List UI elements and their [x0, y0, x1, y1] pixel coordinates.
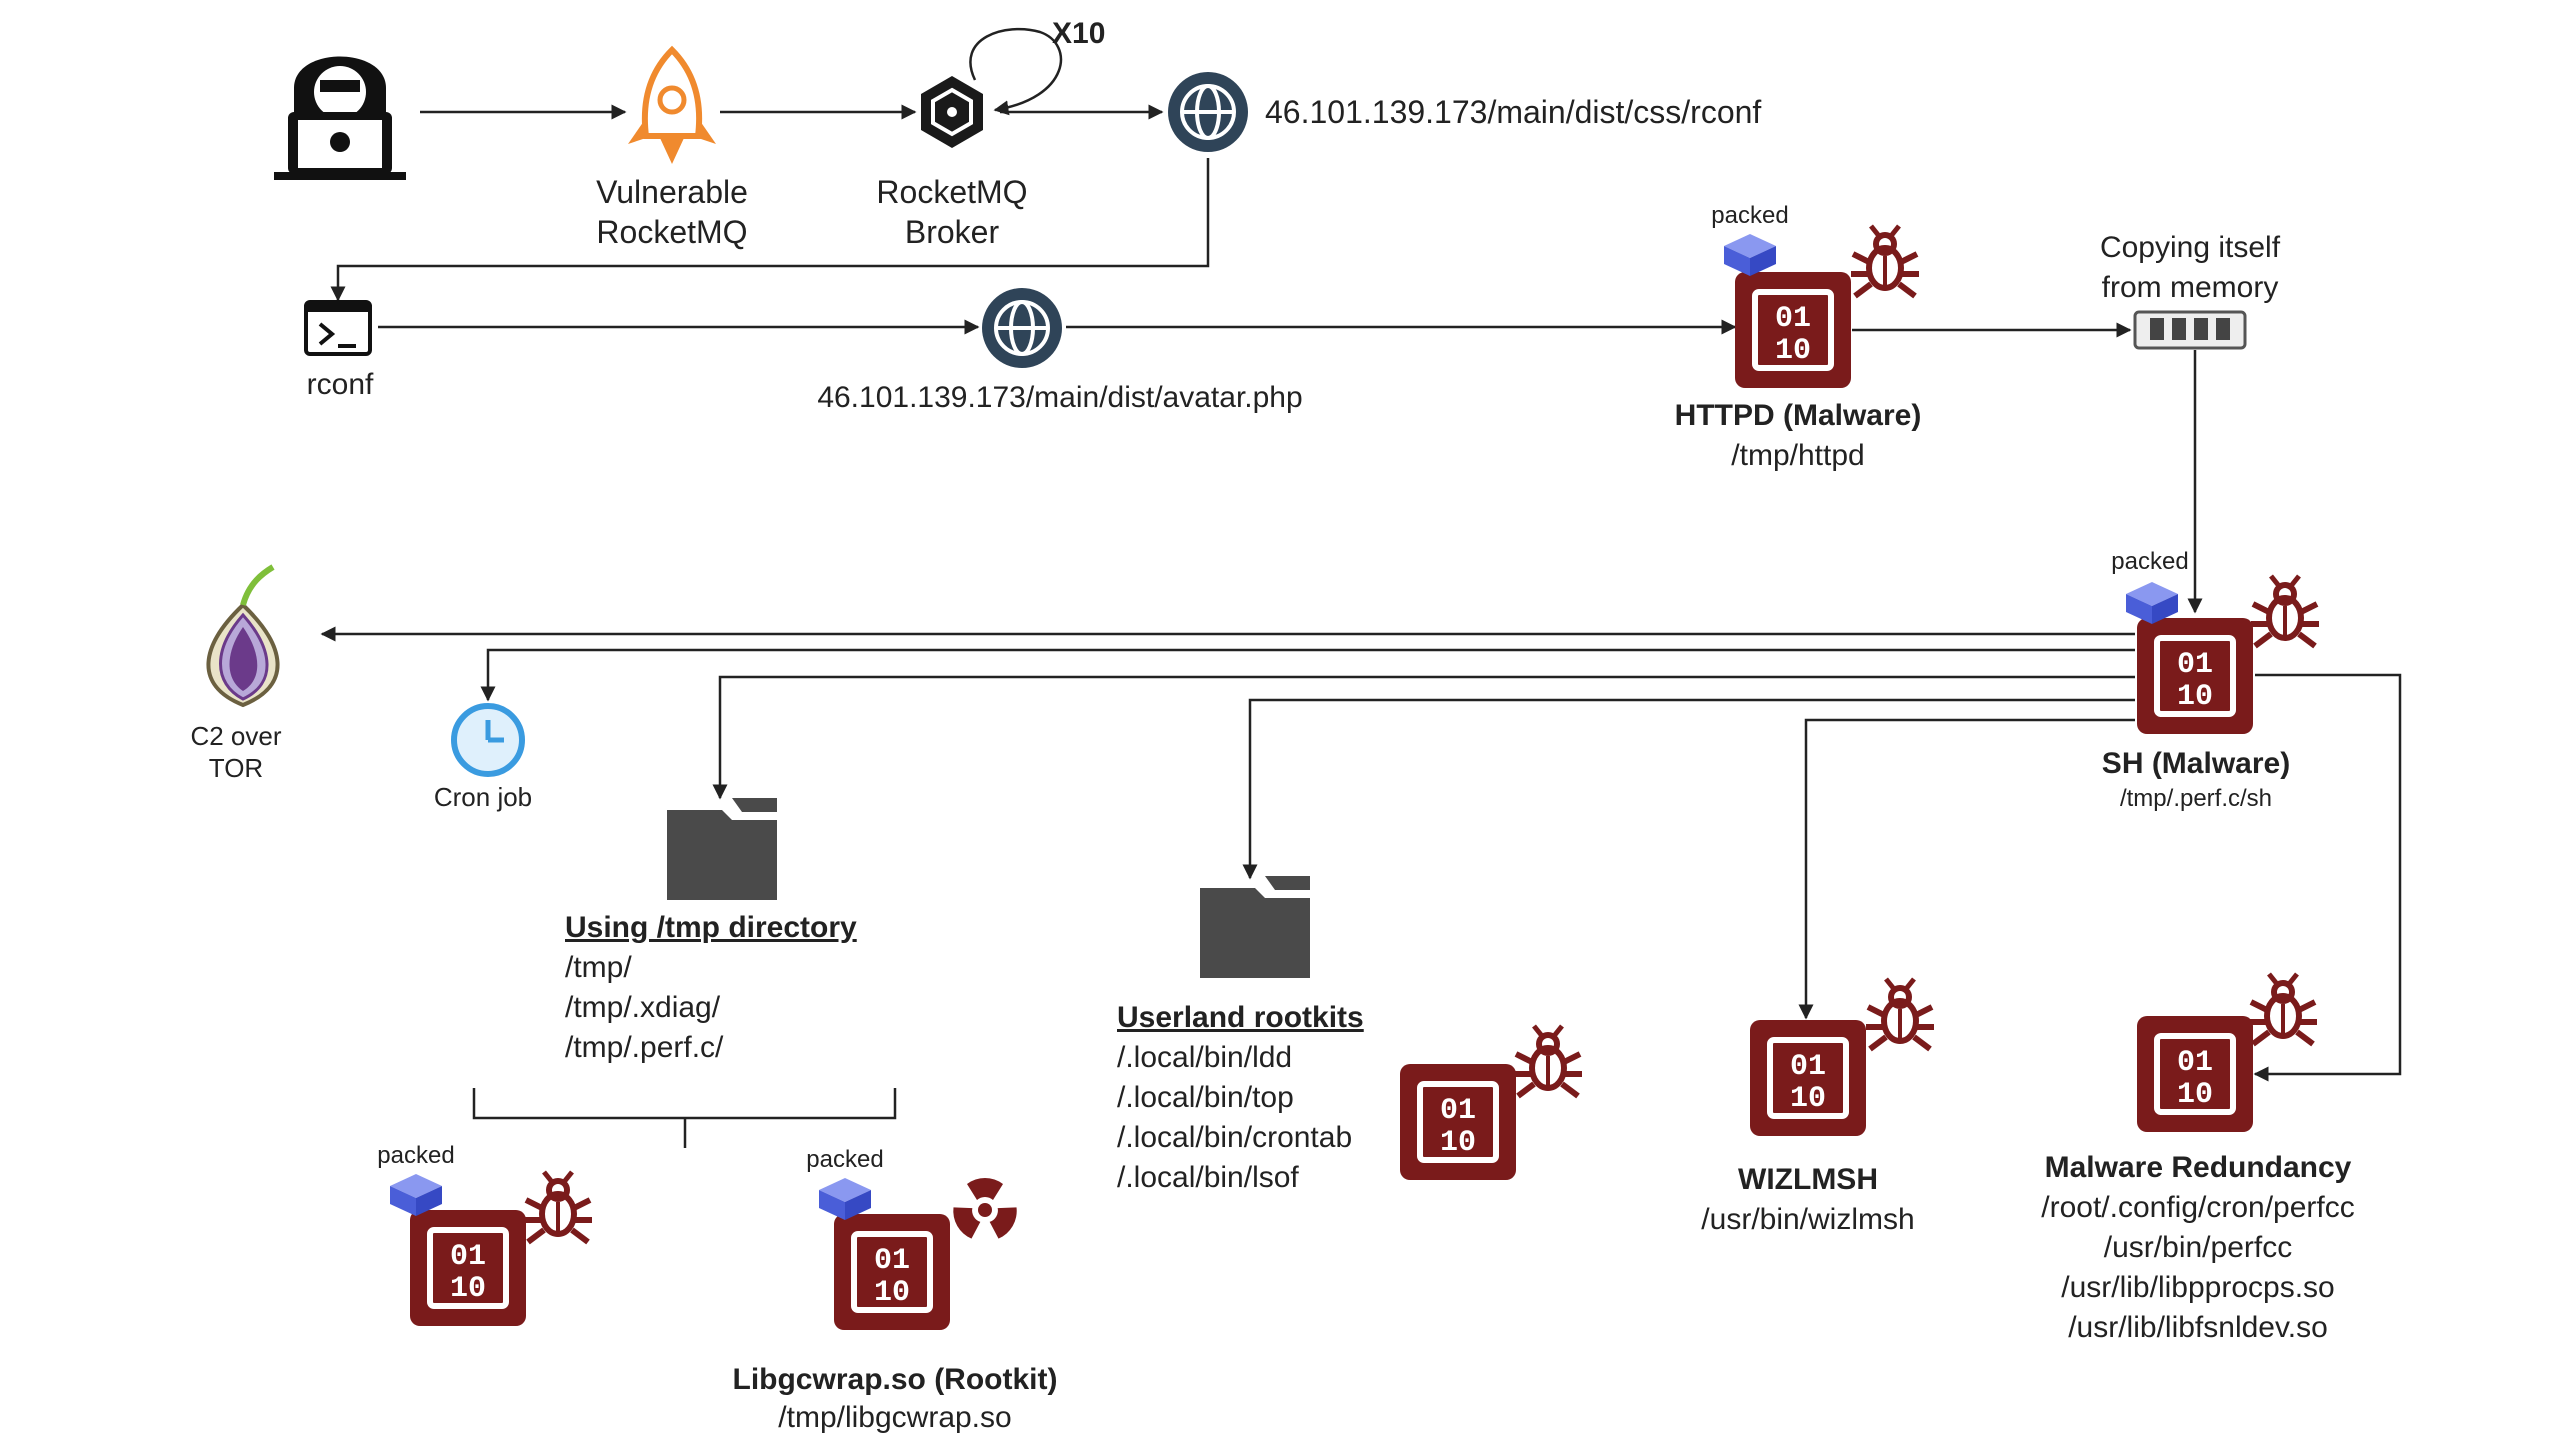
packed-label: packed: [806, 1146, 884, 1173]
rootkit-title: Libgcwrap.so (Rootkit): [732, 1363, 1058, 1396]
edge-sh-cron: [480, 648, 2135, 702]
package-icon: [390, 1174, 442, 1216]
edge-sh-wizlmsh: [1798, 718, 2135, 1020]
packed-label: packed: [377, 1142, 455, 1169]
copying-from-memory-label: Copying itself from memory: [2099, 231, 2281, 304]
edge-broker-loop: [969, 27, 1063, 116]
bug-icon: [524, 1172, 592, 1242]
redundancy-path-list: /root/.config/cron/perfcc /usr/bin/perfc…: [2041, 1188, 2354, 1348]
payload-url-rconf: 46.101.139.173/main/dist/css/rconf: [1265, 94, 1762, 130]
bug-icon: [2249, 974, 2317, 1044]
radiation-icon: [953, 1178, 1017, 1239]
tmp-path-list: /tmp/ /tmp/.xdiag/ /tmp/.perf.c/: [565, 948, 723, 1068]
loop-count-label: X10: [1052, 17, 1106, 50]
folder-icon: [1200, 876, 1310, 978]
onion-icon: [206, 564, 280, 708]
redundancy-path: /usr/lib/libfsnldev.so: [2068, 1311, 2328, 1344]
tmp-bracket: [472, 1088, 897, 1120]
terminal-icon: [304, 300, 372, 356]
userland-path: /.local/bin/crontab: [1117, 1121, 1353, 1154]
bug-icon: [1866, 979, 1934, 1049]
tmp-path: /tmp/.xdiag/: [565, 991, 721, 1024]
c2-over-tor-label: C2 over TOR: [190, 721, 282, 783]
globe-icon: [1166, 70, 1250, 154]
rootkit-path: /tmp/libgcwrap.so: [778, 1401, 1012, 1434]
rocket-icon: [628, 45, 716, 164]
sh-malware-title: SH (Malware): [2101, 747, 2291, 780]
edge-sh-tmp: [712, 675, 2135, 800]
binary-icon: [1750, 1020, 1866, 1136]
httpd-malware-title: HTTPD (Malware): [1674, 399, 1922, 432]
globe-icon: [980, 286, 1064, 370]
edges: [320, 27, 2402, 1148]
rconf-label: rconf: [306, 368, 374, 401]
binary-icon: [834, 1214, 950, 1330]
edge-sh-userland: [1242, 698, 2135, 880]
clock-icon: [451, 703, 525, 777]
redundancy-path: /usr/bin/perfcc: [2103, 1231, 2293, 1264]
userland-path: /.local/bin/top: [1117, 1081, 1294, 1114]
userland-path: /.local/bin/lsof: [1117, 1161, 1299, 1194]
binary-icon: [2137, 1016, 2253, 1132]
redundancy-path: /usr/lib/libpprocps.so: [2061, 1271, 2335, 1304]
userland-rootkits-title: Userland rootkits: [1117, 1001, 1364, 1034]
cron-job-label: Cron job: [433, 782, 533, 812]
tmp-path: /tmp/.perf.c/: [565, 1031, 724, 1064]
edge-sh-redundancy: [2253, 673, 2402, 1082]
payload-url-avatar: 46.101.139.173/main/dist/avatar.php: [817, 381, 1303, 414]
packed-label: packed: [1711, 202, 1789, 229]
memory-icon: [2133, 310, 2247, 350]
broker-icon: [921, 76, 983, 148]
edge-url1-rconf: [330, 158, 1210, 302]
package-icon: [2126, 582, 2178, 624]
binary-icon: [1735, 272, 1851, 388]
binary-icon: [1400, 1064, 1516, 1180]
userland-path: /.local/bin/ldd: [1117, 1041, 1293, 1074]
malware-redundancy-title: Malware Redundancy: [2044, 1151, 2352, 1184]
tmp-path: /tmp/: [565, 951, 632, 984]
httpd-path: /tmp/httpd: [1731, 439, 1865, 472]
bug-icon: [2251, 576, 2319, 646]
userland-path-list: /.local/bin/ldd /.local/bin/top /.local/…: [1117, 1038, 1352, 1198]
vulnerable-rocketmq-label: Vulnerable RocketMQ: [596, 174, 748, 250]
folder-icon: [667, 798, 777, 900]
hacker-icon: [274, 56, 406, 180]
sh-path: /tmp/.perf.c/sh: [2119, 785, 2273, 812]
redundancy-path: /root/.config/cron/perfcc: [2041, 1191, 2355, 1224]
binary-icon: [410, 1210, 526, 1326]
packed-label: packed: [2111, 548, 2189, 575]
rocketmq-broker-label: RocketMQ Broker: [876, 174, 1028, 250]
package-icon: [819, 1178, 871, 1220]
tmp-directory-title: Using /tmp directory: [565, 911, 857, 944]
wizlmsh-title: WIZLMSH: [1738, 1163, 1878, 1196]
bug-icon: [1514, 1026, 1582, 1096]
package-icon: [1724, 234, 1776, 276]
bug-icon: [1851, 226, 1919, 296]
wizlmsh-path: /usr/bin/wizlmsh: [1701, 1203, 1915, 1236]
binary-icon: [2137, 618, 2253, 734]
